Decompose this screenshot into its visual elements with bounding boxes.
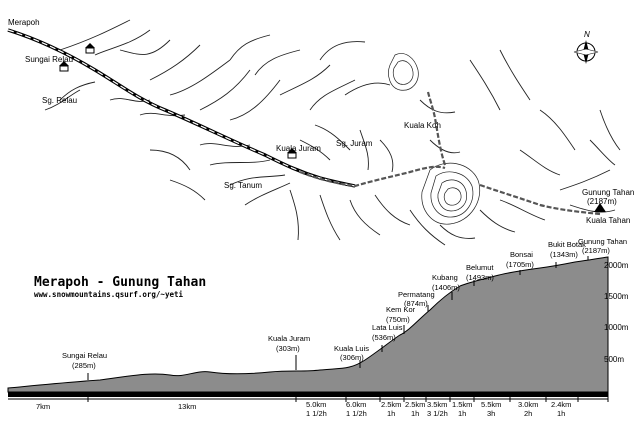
- place-kuala-koh: Kuala Koh: [404, 121, 441, 130]
- waypoint-altitude: (306m): [340, 353, 364, 362]
- waypoint-name: Kuala Luis: [334, 344, 369, 353]
- waypoint-name: Kem Kor: [386, 305, 416, 314]
- hut-icon: [59, 61, 69, 72]
- segment-time: 1h: [557, 409, 565, 418]
- segment-distance: 2.5km: [405, 400, 425, 409]
- segment-time: 1h: [387, 409, 395, 418]
- segment-time: 1 1/2h: [346, 409, 367, 418]
- segment-distance: 7km: [36, 402, 50, 411]
- waypoint-altitude: (303m): [276, 344, 300, 353]
- waypoint-name: Permatang: [398, 290, 435, 299]
- segment-time: 3h: [487, 409, 495, 418]
- segment-distance: 1.5km: [452, 400, 472, 409]
- hut-icon: [287, 148, 297, 159]
- compass-rose-icon: N: [573, 30, 599, 64]
- source-url: www.snowmountains.qsurf.org/~yeti: [34, 290, 183, 299]
- segment-time: 1h: [411, 409, 419, 418]
- segment-distance: 6.0km: [346, 400, 366, 409]
- place-merapoh: Merapoh: [8, 18, 40, 27]
- segment-ticks: [87, 392, 609, 402]
- segment-time: 2h: [524, 409, 532, 418]
- waypoint-altitude: (536m): [372, 333, 396, 342]
- waypoint-name: Bukit Botak: [548, 240, 586, 249]
- waypoint-altitude: (1406m): [432, 283, 460, 292]
- segment-distance: 2.5km: [381, 400, 401, 409]
- waypoint-name: Belumut: [466, 263, 494, 272]
- segment-distance: 3.0km: [518, 400, 538, 409]
- segment-distance: 5.0km: [306, 400, 326, 409]
- huts: [59, 43, 297, 159]
- waypoint-altitude: (2187m): [582, 246, 610, 255]
- river-network: [44, 19, 621, 246]
- segment-distance: 2.4km: [551, 400, 571, 409]
- waypoint-altitude: (1493m): [466, 273, 494, 282]
- waypoint-markers: [87, 256, 589, 380]
- altitude-label: 1000m: [604, 323, 629, 332]
- place-sg-juram: Sg. Juram: [336, 139, 373, 148]
- place-kuala-juram: Kuala Juram: [276, 144, 321, 153]
- main-river: [7, 28, 356, 188]
- segment-distance: 3.5km: [427, 400, 447, 409]
- peak-marker-icon: [594, 203, 606, 212]
- elevation-profile: [7, 256, 609, 402]
- waypoint-altitude: (750m): [386, 315, 410, 324]
- segment-time: 1 1/2h: [306, 409, 327, 418]
- segment-distance: 5.5km: [481, 400, 501, 409]
- hiking-trail: [299, 91, 601, 216]
- waypoint-altitude: (1705m): [506, 260, 534, 269]
- waypoint-altitude: (1343m): [550, 250, 578, 259]
- place-gunung-tahan-altitude: (2187m): [587, 197, 617, 206]
- terrain-profile: [7, 256, 609, 393]
- waypoint-name: Kubang: [432, 273, 458, 282]
- waypoint-name: Bonsai: [510, 250, 533, 259]
- place-sungai-relau: Sungai Relau: [25, 55, 73, 64]
- altitude-label: 1500m: [604, 292, 629, 301]
- altitude-label: 500m: [604, 355, 624, 364]
- waypoint-name: Gunung Tahan: [578, 237, 627, 246]
- hut-icon: [85, 43, 95, 54]
- waypoint-name: Lata Luis: [372, 323, 403, 332]
- place-sg-relau: Sg. Relau: [42, 96, 77, 105]
- waypoint-name: Sungai Relau: [62, 351, 107, 360]
- mountain-contours: [388, 53, 480, 225]
- waypoint-name: Kuala Juram: [268, 334, 310, 343]
- segment-time: 3 1/2h: [427, 409, 448, 418]
- waypoint-altitude: (874m): [404, 299, 428, 308]
- altitude-label: 2000m: [604, 261, 629, 270]
- waypoint-altitude: (285m): [72, 361, 96, 370]
- segment-time: 1h: [458, 409, 466, 418]
- place-gunung-tahan-peak: Gunung Tahan: [582, 188, 634, 197]
- place-sg-tanum: Sg. Tanum: [224, 181, 262, 190]
- compass-label: N: [584, 30, 590, 39]
- profile-title: Merapoh - Gunung Tahan: [34, 275, 206, 290]
- segment-distance: 13km: [178, 402, 196, 411]
- place-kuala-tahan: Kuala Tahan: [586, 216, 630, 225]
